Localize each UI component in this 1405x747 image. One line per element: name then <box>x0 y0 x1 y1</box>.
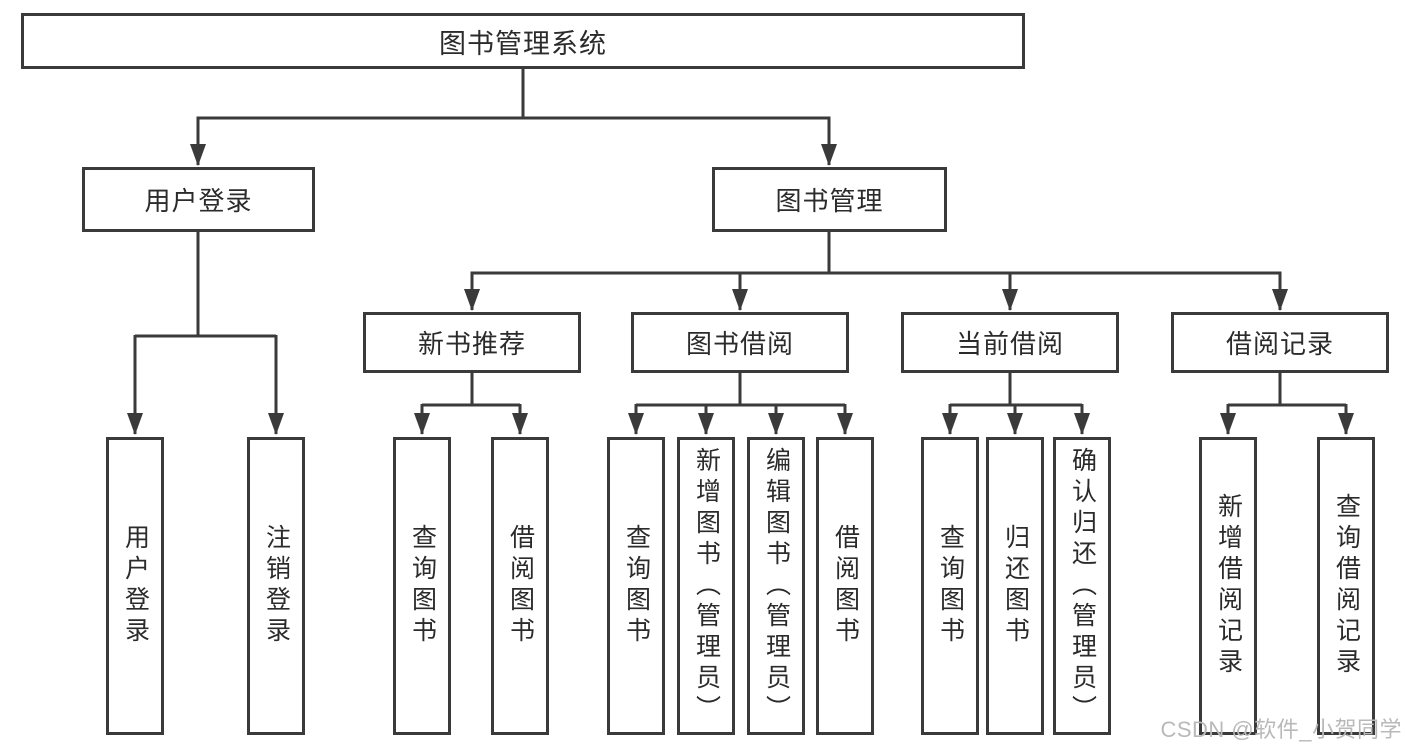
leaf-add-books-admin: 新增图书（管理员） <box>677 437 735 735</box>
node-user-login-branch: 用户登录 <box>82 167 315 232</box>
leaf-borrow-books-2: 借阅图书 <box>816 437 874 735</box>
leaf-user-login: 用户登录 <box>106 437 164 735</box>
leaf-borrow-books-1: 借阅图书 <box>491 437 549 735</box>
node-library-management-system: 图书管理系统 <box>21 13 1025 69</box>
edge-current-borrowing-rail <box>948 403 1084 407</box>
edge-borrowing-records-rail <box>1226 403 1348 407</box>
leaf-add-borrow-record: 新增借阅记录 <box>1199 437 1257 735</box>
leaf-confirm-return-admin: 确认归还（管理员） <box>1053 437 1111 735</box>
edge-root-rail <box>196 116 831 120</box>
node-borrowing-records: 借阅记录 <box>1171 312 1389 373</box>
edge-user-login-rail <box>133 334 278 338</box>
edge-book-management-rail <box>470 271 1282 275</box>
node-current-borrowing: 当前借阅 <box>901 312 1119 373</box>
leaf-edit-books-admin: 编辑图书（管理员） <box>747 437 805 735</box>
leaf-return-books: 归还图书 <box>986 437 1044 735</box>
leaf-query-books-1: 查询图书 <box>393 437 451 735</box>
node-new-book-recommend: 新书推荐 <box>363 312 581 373</box>
leaf-query-books-3: 查询图书 <box>921 437 979 735</box>
node-book-management: 图书管理 <box>712 167 947 232</box>
leaf-logout: 注销登录 <box>247 437 305 735</box>
edge-book-borrowing-rail <box>634 403 847 407</box>
csdn-watermark: CSDN @软件_小贺同学 <box>1160 717 1402 742</box>
node-book-borrowing: 图书借阅 <box>631 312 849 373</box>
edge-new-book-recommend-rail <box>420 403 522 407</box>
leaf-query-borrow-record: 查询借阅记录 <box>1317 437 1375 735</box>
leaf-query-books-2: 查询图书 <box>607 437 665 735</box>
